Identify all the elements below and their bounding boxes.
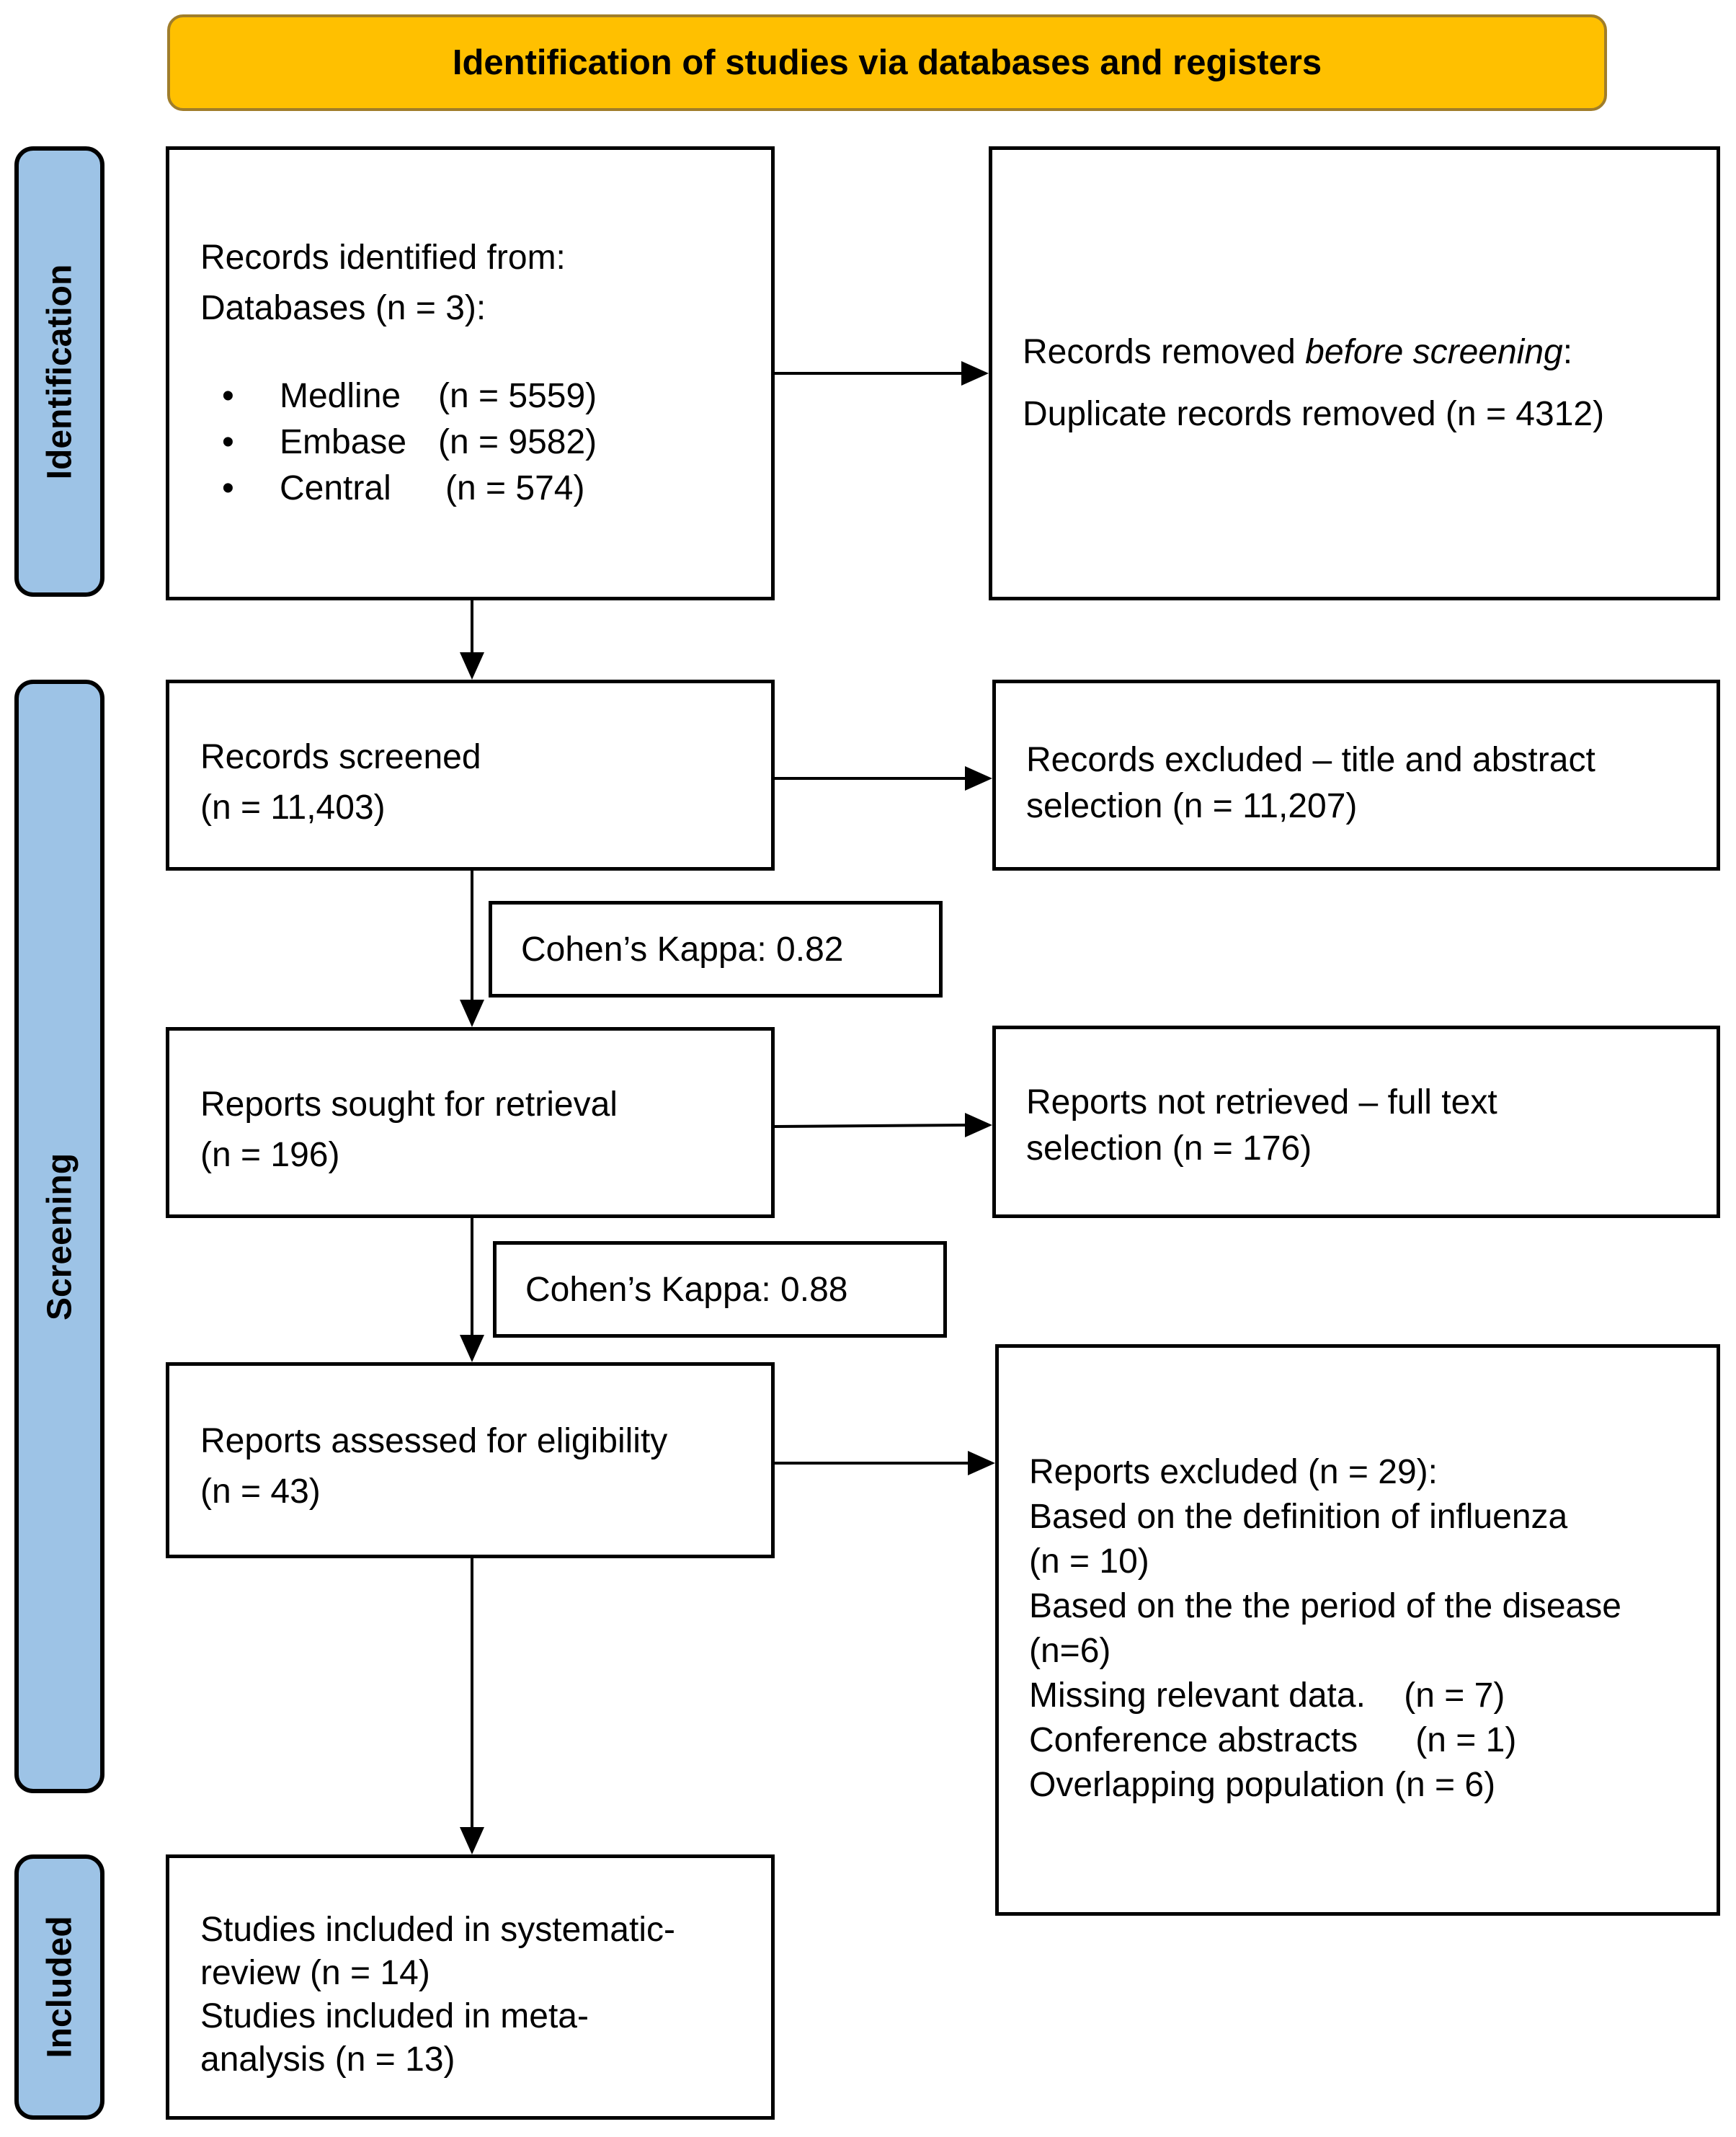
kappa-value-1: Cohen’s Kappa: 0.82: [521, 930, 844, 969]
records-screened-box: Records screened (n = 11,403): [166, 680, 775, 871]
reports-not-retrieved-count: selection (n = 176): [1026, 1129, 1312, 1168]
included-line: Studies included in systematic-: [200, 1911, 675, 1949]
records-identified-title: Records identified from:: [200, 239, 566, 277]
header-banner: Identification of studies via databases …: [167, 14, 1607, 111]
duplicates-removed: Duplicate records removed (n = 4312): [1023, 395, 1605, 433]
reports-assessed-box: Reports assessed for eligibility (n = 43…: [166, 1362, 775, 1558]
exclusion-reason: Missing relevant data. (n = 7): [1029, 1676, 1505, 1715]
included-line: review (n = 14): [200, 1954, 430, 1992]
arrow-sought-to-not-retrieved: [774, 1124, 966, 1128]
exclusion-count: (n=6): [1029, 1632, 1111, 1670]
exclusion-reason: Based on the definition of influenza: [1029, 1498, 1568, 1536]
kappa-value-2: Cohen’s Kappa: 0.88: [525, 1270, 848, 1309]
included-line: Studies included in meta-: [200, 1997, 589, 2035]
reports-sought-count: (n = 196): [200, 1136, 340, 1174]
included-line: analysis (n = 13): [200, 2040, 455, 2079]
kappa-box-1: Cohen’s Kappa: 0.82: [489, 901, 943, 998]
arrowhead: [460, 1335, 484, 1362]
arrowhead: [460, 1000, 484, 1027]
reports-not-retrieved-title: Reports not retrieved – full text: [1026, 1083, 1497, 1121]
exclusion-reason: Conference abstracts (n = 1): [1029, 1721, 1517, 1759]
arrowhead: [965, 766, 992, 791]
exclusion-reason: Based on the the period of the disease: [1029, 1587, 1621, 1625]
reports-not-retrieved-box: Reports not retrieved – full text select…: [992, 1026, 1720, 1218]
records-excluded-title: Records excluded – title and abstract: [1026, 741, 1595, 779]
studies-included-box: Studies included in systematic- review (…: [166, 1854, 775, 2120]
exclusion-reason: Overlapping population (n = 6): [1029, 1766, 1496, 1804]
reports-excluded-box: Reports excluded (n = 29): Based on the …: [995, 1344, 1720, 1916]
arrowhead: [968, 1451, 995, 1475]
arrowhead: [965, 1113, 992, 1137]
arrowhead: [961, 361, 989, 386]
arrowhead: [460, 652, 484, 680]
reports-assessed-title: Reports assessed for eligibility: [200, 1422, 668, 1460]
arrowhead: [460, 1827, 484, 1854]
records-excluded-box: Records excluded – title and abstract se…: [992, 680, 1720, 871]
records-removed-title: Records removed before screening:: [1023, 333, 1573, 371]
database-item: Embase(n = 9582): [222, 419, 771, 466]
reports-sought-title: Reports sought for retrieval: [200, 1085, 618, 1124]
records-identified-box: Records identified from: Databases (n = …: [166, 146, 775, 600]
exclusion-count: (n = 10): [1029, 1542, 1149, 1581]
reports-excluded-title: Reports excluded (n = 29):: [1029, 1453, 1438, 1491]
header-title: Identification of studies via databases …: [452, 43, 1322, 82]
phase-identification: Identification: [14, 146, 104, 597]
records-excluded-count: selection (n = 11,207): [1026, 787, 1358, 825]
database-list: Medline(n = 5559) Embase(n = 9582) Centr…: [200, 373, 771, 512]
phase-included: Included: [14, 1854, 104, 2120]
database-item: Central(n = 574): [222, 466, 771, 512]
reports-sought-box: Reports sought for retrieval (n = 196): [166, 1027, 775, 1218]
reports-assessed-count: (n = 43): [200, 1472, 321, 1511]
phase-screening: Screening: [14, 680, 104, 1793]
kappa-box-2: Cohen’s Kappa: 0.88: [493, 1241, 947, 1338]
records-screened-title: Records screened: [200, 738, 481, 776]
database-item: Medline(n = 5559): [222, 373, 771, 419]
records-screened-count: (n = 11,403): [200, 788, 386, 827]
records-removed-box: Records removed before screening: Duplic…: [989, 146, 1720, 600]
databases-count: Databases (n = 3):: [200, 289, 486, 327]
